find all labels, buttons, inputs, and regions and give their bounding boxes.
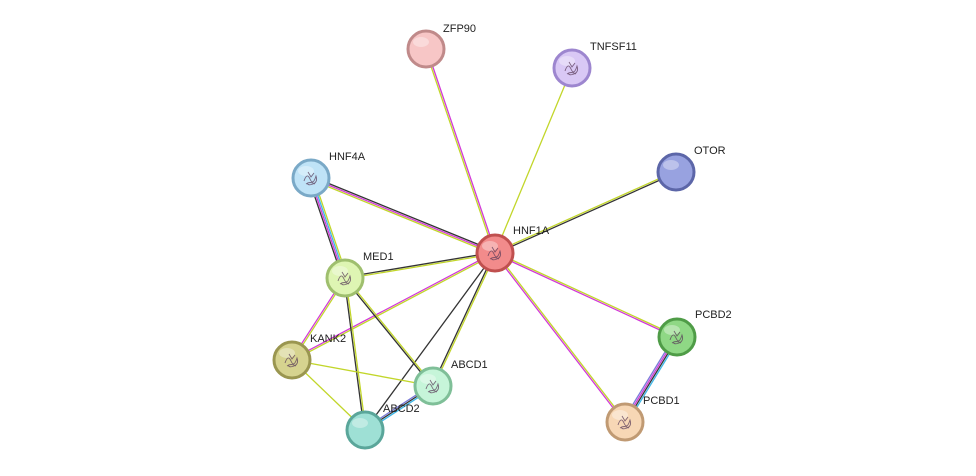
- protein-structure-icon: [669, 330, 684, 345]
- protein-structure-icon: [617, 415, 632, 430]
- node-med1[interactable]: MED1: [325, 251, 394, 298]
- node-circle[interactable]: [325, 258, 365, 298]
- edge-strand: [364, 252, 496, 431]
- edge-hnf1a-abcd2[interactable]: [364, 252, 496, 431]
- edge-strand: [495, 251, 678, 337]
- node-pcbd2[interactable]: PCBD2: [657, 309, 732, 357]
- node-highlight: [612, 410, 628, 420]
- node-label: ABCD2: [383, 403, 420, 415]
- edge-strand: [310, 177, 496, 254]
- edge-strand: [343, 278, 433, 387]
- node-highlight: [332, 266, 348, 276]
- edge-hnf1a-hnf4a[interactable]: [310, 175, 496, 256]
- edge-strand: [433, 253, 497, 387]
- edge-med1-abcd2[interactable]: [343, 277, 367, 431]
- node-label: PCBD1: [643, 395, 680, 407]
- edge-strand: [424, 49, 495, 254]
- edge-strand: [494, 67, 573, 254]
- node-label: MED1: [363, 251, 394, 263]
- node-highlight: [663, 160, 679, 170]
- node-label: ZFP90: [443, 23, 476, 35]
- edge-strand: [345, 277, 367, 430]
- node-abcd2[interactable]: ABCD2: [345, 403, 420, 450]
- node-highlight: [279, 348, 295, 358]
- node-highlight: [298, 166, 314, 176]
- node-highlight: [664, 325, 680, 335]
- edge-strand: [291, 251, 495, 360]
- edge-strand: [345, 277, 435, 386]
- protein-structure-icon: [564, 61, 579, 76]
- edge-strand: [426, 48, 497, 253]
- node-label: PCBD2: [695, 309, 732, 321]
- node-abcd1[interactable]: ABCD1: [413, 359, 488, 406]
- edge-hnf1a-med1[interactable]: [344, 251, 496, 280]
- node-circle[interactable]: [657, 317, 697, 357]
- edge-strand: [344, 251, 495, 278]
- edge-strand: [494, 170, 676, 253]
- edge-strand: [495, 172, 677, 255]
- edge-strand: [345, 253, 496, 280]
- node-zfp90[interactable]: ZFP90: [406, 23, 476, 69]
- node-circle[interactable]: [291, 158, 331, 198]
- protein-structure-icon: [284, 353, 299, 368]
- node-label: TNFSF11: [590, 41, 637, 53]
- node-kank2[interactable]: KANK2: [272, 333, 346, 380]
- node-highlight: [420, 374, 436, 384]
- node-hnf4a[interactable]: HNF4A: [291, 151, 366, 198]
- node-circle[interactable]: [605, 402, 645, 442]
- protein-structure-icon: [425, 379, 440, 394]
- node-circle[interactable]: [406, 29, 446, 69]
- edge-hnf1a-pcbd2[interactable]: [494, 251, 678, 339]
- edge-strand: [431, 252, 495, 386]
- edge-kank2-abcd1[interactable]: [291, 359, 434, 387]
- node-label: HNF1A: [513, 225, 550, 237]
- edge-hnf1a-tnfsf11[interactable]: [494, 67, 573, 254]
- edge-strand: [343, 278, 365, 431]
- node-label: HNF4A: [329, 151, 366, 163]
- edge-strand: [311, 175, 496, 253]
- node-highlight: [413, 37, 429, 47]
- edge-strand: [494, 253, 677, 339]
- node-pcbd1[interactable]: PCBD1: [605, 395, 680, 442]
- edge-med1-abcd1[interactable]: [343, 277, 435, 387]
- node-circle[interactable]: [345, 410, 385, 450]
- node-hnf1a[interactable]: HNF1A: [475, 225, 550, 273]
- node-circle[interactable]: [475, 233, 515, 273]
- node-otor[interactable]: OTOR: [656, 145, 726, 192]
- edge-hnf1a-otor[interactable]: [494, 170, 677, 255]
- node-tnfsf11[interactable]: TNFSF11: [552, 41, 637, 88]
- protein-structure-icon: [303, 171, 318, 186]
- node-highlight: [352, 418, 368, 428]
- edge-hnf1a-kank2[interactable]: [291, 251, 496, 362]
- protein-structure-icon: [337, 271, 352, 286]
- node-circle[interactable]: [413, 366, 453, 406]
- edge-strand: [291, 359, 434, 387]
- node-circle[interactable]: [552, 48, 592, 88]
- edge-hnf1a-abcd1[interactable]: [431, 252, 497, 387]
- node-circle[interactable]: [272, 340, 312, 380]
- node-label: KANK2: [310, 333, 346, 345]
- node-highlight: [482, 241, 498, 251]
- edge-strand: [292, 253, 496, 362]
- node-highlight: [559, 56, 575, 66]
- node-circle[interactable]: [656, 152, 696, 192]
- edge-strand: [493, 253, 625, 423]
- edge-hnf1a-zfp90[interactable]: [424, 48, 497, 254]
- node-label: ABCD1: [451, 359, 488, 371]
- protein-structure-icon: [487, 246, 502, 261]
- node-label: OTOR: [694, 145, 726, 157]
- edge-strand: [310, 178, 495, 256]
- edge-strand: [495, 252, 627, 422]
- edge-hnf1a-pcbd1[interactable]: [493, 252, 627, 423]
